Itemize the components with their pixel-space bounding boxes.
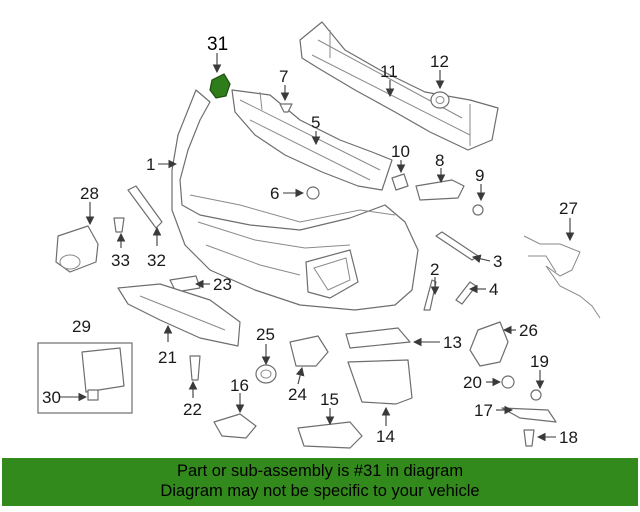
callout-29: 29: [72, 317, 91, 336]
callout-31: 31: [207, 34, 228, 55]
callout-9: 9: [475, 166, 484, 185]
part-14-bracket[interactable]: [347, 359, 413, 405]
callout-16: 16: [230, 376, 249, 395]
leader-lines: [60, 53, 575, 442]
part-18-clip[interactable]: [523, 429, 535, 447]
callout-30: 30: [42, 388, 61, 407]
part-27-wiring-harness[interactable]: [523, 235, 601, 319]
part-13-bracket[interactable]: [345, 327, 411, 349]
banner-line-2: Diagram may not be specific to your vehi…: [160, 482, 480, 500]
part-29-license-bracket-group[interactable]: [37, 342, 133, 414]
callout-21: 21: [158, 348, 177, 367]
callout-7: 7: [279, 67, 288, 86]
part-24-sensor[interactable]: [289, 335, 329, 367]
part-11-reinforcement-beam[interactable]: [299, 21, 499, 151]
part-16-bezel[interactable]: [213, 413, 257, 439]
callout-2: 2: [430, 260, 439, 279]
callout-8: 8: [435, 151, 444, 170]
callout-23: 23: [213, 275, 232, 294]
part-4-bolt[interactable]: [455, 281, 477, 305]
callout-17: 17: [474, 401, 493, 420]
part-9-clip[interactable]: [472, 204, 484, 216]
callout-6: 6: [270, 184, 279, 203]
callout-14: 14: [376, 427, 395, 446]
part-33-clip[interactable]: [113, 217, 125, 233]
part-1-bumper-cover[interactable]: [171, 89, 419, 311]
callout-22: 22: [183, 400, 202, 419]
part-31-bracket[interactable]: [209, 73, 231, 99]
part-6-screw[interactable]: [306, 186, 320, 200]
callout-1: 1: [146, 155, 155, 174]
callout-32: 32: [147, 251, 166, 270]
callout-19: 19: [530, 352, 549, 371]
part-7-clip[interactable]: [279, 103, 293, 113]
part-26-sensor[interactable]: [469, 321, 509, 367]
callout-20: 20: [463, 373, 482, 392]
callout-labels: 31 1 2 3 4 5 6 7 8 9 10 11 12 13 14 15 1…: [42, 34, 578, 447]
part-25-ring[interactable]: [255, 364, 277, 384]
callout-11: 11: [380, 62, 398, 81]
callout-3: 3: [493, 252, 502, 271]
part-32-strip[interactable]: [127, 185, 163, 229]
part-5-energy-absorber[interactable]: [231, 89, 393, 191]
part-20-screw[interactable]: [501, 375, 515, 389]
part-28-sensor[interactable]: [55, 225, 99, 273]
callout-26: 26: [519, 321, 538, 340]
part-19-clip[interactable]: [530, 389, 542, 401]
callout-15: 15: [320, 390, 339, 409]
part-2-bolt[interactable]: [423, 279, 437, 311]
callout-27: 27: [559, 199, 578, 218]
part-10-bracket[interactable]: [391, 173, 409, 191]
callout-33: 33: [111, 251, 130, 270]
callout-5: 5: [311, 113, 320, 132]
callout-4: 4: [489, 280, 498, 299]
callout-25: 25: [256, 325, 275, 344]
part-3-molding[interactable]: [435, 231, 479, 261]
banner-line-1: Part or sub-assembly is #31 in diagram: [176, 462, 464, 480]
part-21-undershield[interactable]: [117, 283, 241, 347]
part-12-nut[interactable]: [430, 91, 450, 109]
info-banner: Part or sub-assembly is #31 in diagram D…: [2, 458, 638, 506]
callout-28: 28: [80, 184, 99, 203]
part-8-bracket[interactable]: [415, 179, 465, 201]
callout-13: 13: [443, 333, 462, 352]
callout-12: 12: [430, 52, 449, 71]
part-15-trim[interactable]: [297, 421, 363, 449]
parts-diagram: 31 1 2 3 4 5 6 7 8 9 10 11 12 13 14 15 1…: [37, 21, 601, 449]
callout-10: 10: [391, 142, 410, 161]
callout-18: 18: [559, 428, 578, 447]
part-17-bracket[interactable]: [501, 407, 557, 423]
part-22-clip[interactable]: [189, 355, 201, 381]
callout-24: 24: [288, 385, 307, 404]
